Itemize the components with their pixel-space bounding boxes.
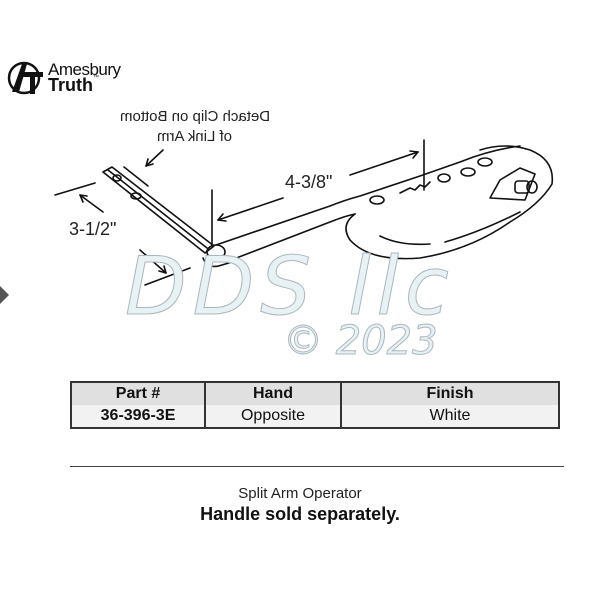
- note-leader-line: [145, 149, 164, 167]
- dimension-line-link-a: [54, 182, 96, 196]
- dimension-link-arm: 3-1/2": [69, 219, 117, 239]
- trademark-symbol: ™: [93, 75, 99, 81]
- table-header-row: Part # Hand Finish: [70, 382, 559, 405]
- header-part-number: Part #: [70, 382, 205, 405]
- chevron-left-icon[interactable]: [0, 286, 9, 304]
- product-caption: Split Arm Operator Handle sold separatel…: [0, 485, 600, 525]
- caption-subtitle: Handle sold separately.: [200, 504, 400, 524]
- split-arm-operator-drawing: [54, 139, 554, 286]
- watermark-dds-llc: DDS llc: [125, 240, 455, 334]
- cell-part-number: 36-396-3E: [70, 405, 205, 428]
- table-row: 36-396-3E Opposite White: [70, 405, 559, 428]
- amesbury-truth-logo-icon: [7, 61, 43, 95]
- dimension-line-link-b: [144, 267, 191, 286]
- header-finish: Finish: [340, 382, 559, 405]
- logo-truth-word: Truth: [48, 75, 93, 95]
- header-hand: Hand: [204, 382, 341, 405]
- logo-text-truth: Truth™: [48, 75, 99, 96]
- spec-table: Part # Hand Finish 36-396-3E Opposite Wh…: [70, 381, 560, 429]
- caption-title: Split Arm Operator: [238, 485, 362, 502]
- dimension-main-arm: 4-3/8": [285, 172, 333, 192]
- watermark-copyright: © 2023: [283, 318, 439, 365]
- logo-text-amesbury: Amesbury: [48, 60, 121, 79]
- brand-logo: Amesbury Truth™: [6, 58, 146, 98]
- divider: [70, 466, 564, 467]
- cell-hand: Opposite: [204, 405, 341, 428]
- cell-finish: White: [340, 405, 559, 428]
